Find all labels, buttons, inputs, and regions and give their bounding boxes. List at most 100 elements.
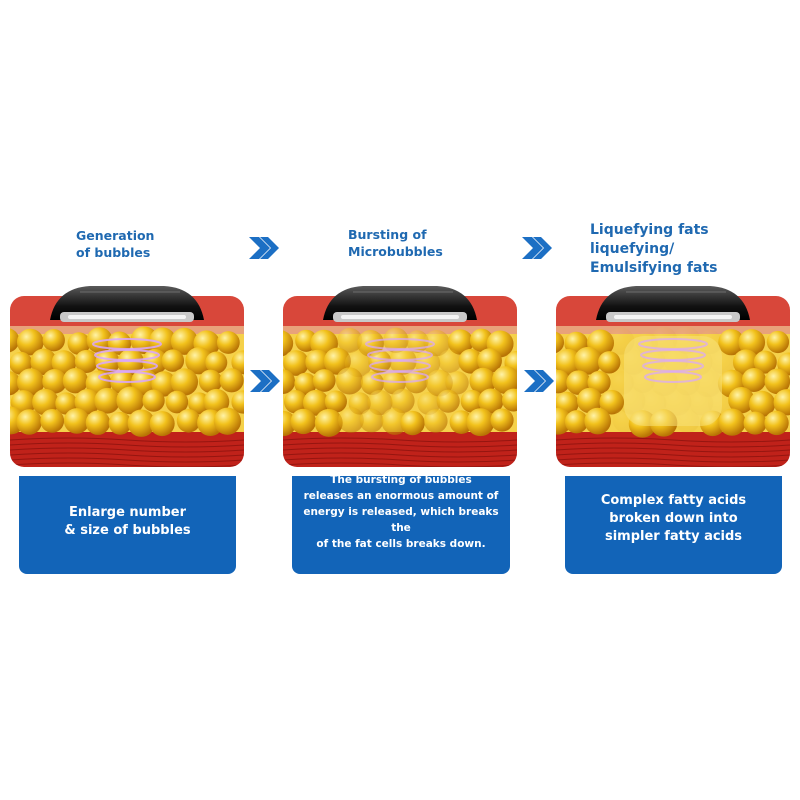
fat-cell — [425, 369, 453, 397]
fat-cell — [764, 368, 790, 395]
fat-cell — [283, 350, 309, 376]
fat-cell — [312, 369, 336, 392]
fat-cell — [460, 389, 484, 413]
fat-cell — [305, 349, 330, 375]
fat-cell — [728, 387, 755, 414]
fat-cell — [324, 390, 347, 413]
fat-cell — [447, 329, 474, 355]
fat-cell — [127, 409, 156, 437]
fat-cell — [290, 408, 317, 435]
ultrasound-wave — [98, 371, 156, 383]
fat-cell — [576, 387, 603, 414]
fat-cell — [749, 390, 776, 418]
fat-cell — [151, 371, 177, 397]
fat-cell — [62, 368, 89, 394]
fat-cell — [213, 407, 242, 435]
tissue-panel-2 — [283, 286, 517, 467]
fat-cell — [85, 410, 111, 435]
fat-cell — [458, 348, 484, 374]
fat-cell — [74, 349, 99, 374]
fat-cell — [203, 388, 230, 415]
fat-cell — [94, 387, 121, 414]
fat-cell — [198, 369, 223, 393]
double-chevron-right-icon — [250, 370, 280, 392]
step-1-title: Generation of bubbles — [76, 228, 155, 260]
fat-cell — [400, 410, 425, 436]
fat-cell — [381, 408, 409, 435]
fat-cell — [63, 408, 90, 434]
fat-cell — [335, 367, 364, 395]
fat-cell — [165, 390, 189, 414]
fat-cell — [478, 388, 504, 414]
fat-cell — [718, 329, 745, 356]
fat-cell — [564, 410, 589, 434]
tissue-layers — [10, 296, 244, 467]
fat-cell — [556, 369, 571, 394]
fat-cell — [584, 407, 612, 435]
ultrasound-wave — [644, 371, 702, 383]
double-chevron-right-icon — [524, 370, 554, 392]
fat-cell — [149, 327, 177, 355]
fat-cell — [390, 388, 415, 414]
fat-cell — [449, 410, 474, 434]
step-3-caption: Complex fatty acids broken down into sim… — [600, 493, 747, 544]
fat-cell — [67, 332, 91, 355]
fat-cell — [423, 329, 450, 357]
fat-cell — [477, 348, 502, 374]
fat-cell — [490, 408, 514, 432]
fat-cell — [205, 351, 228, 374]
fat-cell — [55, 392, 78, 415]
ultrasound-probe-icon — [323, 286, 477, 322]
fat-cell — [469, 367, 497, 395]
fat-cell — [283, 330, 294, 357]
fat-cell — [117, 348, 145, 376]
fat-cell — [32, 388, 59, 416]
fat-cell — [283, 390, 308, 414]
fat-cell — [367, 389, 393, 416]
tissue-panel-1 — [10, 286, 244, 467]
fat-cell — [777, 352, 790, 376]
fat-cell — [764, 410, 789, 436]
fat-cell — [16, 328, 44, 356]
fat-cell — [108, 411, 132, 435]
fat-cell — [357, 329, 384, 357]
fat-cell — [10, 371, 21, 396]
fat-cell — [30, 348, 57, 375]
tissue-layers — [283, 296, 517, 467]
ultrasound-probe-icon — [50, 286, 204, 322]
fat-cell — [423, 409, 448, 433]
fat-cell — [466, 408, 495, 437]
fat-cell — [556, 407, 572, 435]
fat-cell — [501, 388, 517, 412]
step-2-title: Bursting of Microbubbles — [348, 227, 443, 259]
fat-cell — [42, 329, 65, 352]
fat-cell — [219, 368, 244, 393]
step-2-caption: The bursting of bubbles releases an enor… — [303, 474, 499, 550]
fat-cell — [556, 331, 565, 354]
tissue-layers — [556, 296, 790, 467]
fat-cell — [149, 411, 175, 437]
fat-cell — [766, 330, 790, 354]
fat-cell — [40, 408, 65, 433]
fat-cell — [359, 408, 384, 433]
fat-cell — [216, 331, 240, 354]
fat-cell — [142, 389, 165, 412]
fat-cell — [142, 348, 168, 375]
fat-cell — [491, 366, 517, 394]
fat-cell — [116, 386, 145, 415]
fat-cell — [360, 371, 385, 396]
fat-cell — [597, 351, 621, 374]
fat-cell — [74, 388, 101, 415]
fat-cell — [294, 372, 317, 395]
fat-cell — [42, 369, 67, 394]
step-3-title: Liquefying fats liquefying/ Emulsifying … — [590, 222, 718, 276]
fat-cell — [161, 349, 185, 372]
fat-cell — [436, 389, 460, 413]
fat-cell — [773, 389, 790, 416]
fat-cell — [741, 367, 766, 393]
fat-cell — [743, 411, 767, 435]
step-1-caption-box: Enlarge number & size of bubbles — [19, 476, 236, 574]
tissue-panel-3 — [556, 286, 790, 467]
ultrasound-wave — [371, 371, 429, 383]
fat-cell — [10, 328, 20, 353]
